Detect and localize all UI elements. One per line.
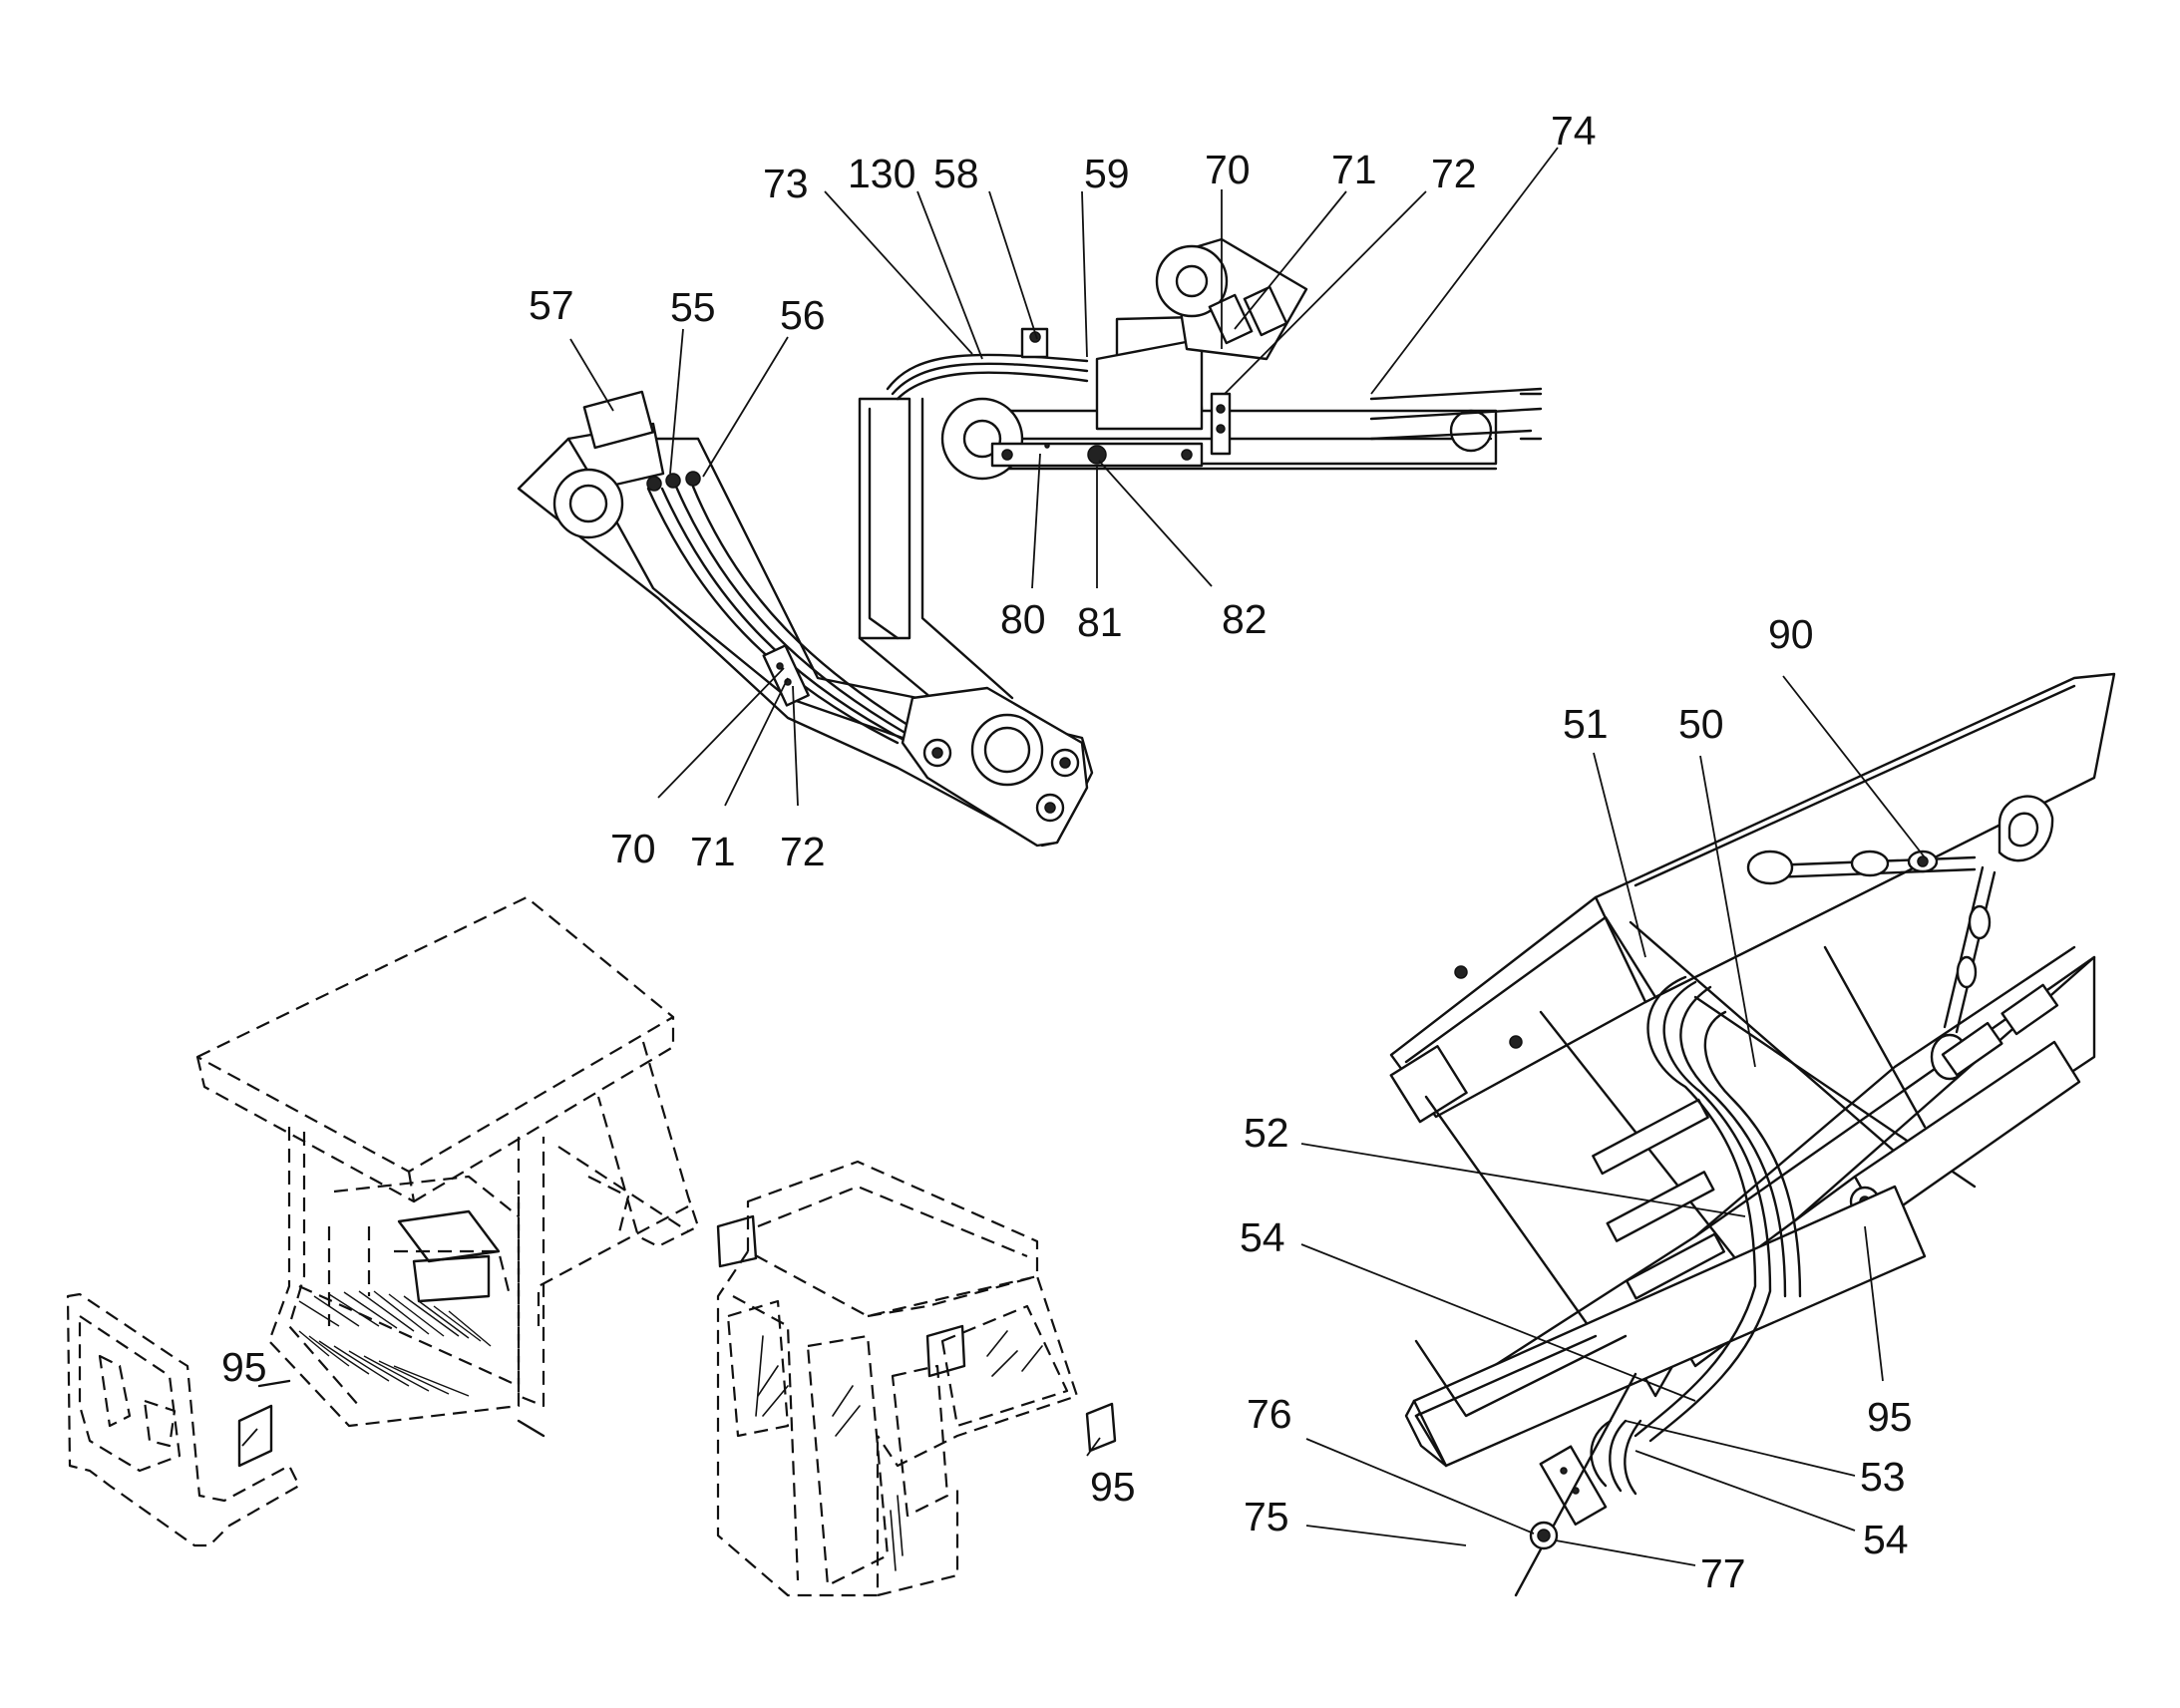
callout-82: 82 — [1222, 596, 1268, 642]
bottom-leader-lines — [241, 1428, 1101, 1457]
right-leader-lines — [1300, 675, 1926, 1566]
callout-51: 51 — [1563, 701, 1609, 747]
callout-90: 90 — [1768, 611, 1814, 657]
right-assembly — [1389, 672, 2116, 1597]
callout-labels: 57 55 56 73 130 58 59 70 71 72 74 80 81 … — [221, 108, 1913, 1596]
callout-73: 73 — [763, 161, 809, 206]
callout-71-top: 71 — [1331, 147, 1377, 192]
callout-74: 74 — [1551, 108, 1597, 154]
callout-81: 81 — [1077, 599, 1123, 645]
callout-53: 53 — [1860, 1454, 1906, 1500]
callout-80: 80 — [1000, 596, 1046, 642]
top-leader-lines — [569, 147, 1559, 807]
callout-58: 58 — [933, 151, 979, 196]
callout-54-upper: 54 — [1240, 1214, 1285, 1260]
callout-95-right: 95 — [1867, 1394, 1913, 1440]
callout-56: 56 — [780, 292, 826, 338]
callout-52: 52 — [1244, 1110, 1289, 1156]
canopy-assembly — [195, 895, 700, 1438]
callout-71-bottom: 71 — [690, 829, 736, 874]
side-panel — [66, 1292, 301, 1547]
callout-70-bottom: 70 — [610, 826, 656, 871]
callout-130: 130 — [848, 151, 915, 196]
callout-54-lower: 54 — [1863, 1517, 1909, 1562]
callout-59: 59 — [1084, 151, 1130, 196]
floor-mat-hatching — [298, 1290, 492, 1397]
callout-95-left: 95 — [221, 1344, 267, 1390]
callout-76: 76 — [1247, 1391, 1292, 1437]
callout-57: 57 — [529, 282, 574, 328]
callout-72-bottom: 72 — [780, 829, 826, 874]
callout-70-top: 70 — [1205, 147, 1251, 192]
callout-95-cab: 95 — [1090, 1464, 1136, 1510]
callout-75: 75 — [1244, 1494, 1289, 1539]
callout-50: 50 — [1678, 701, 1724, 747]
cab-assembly — [716, 1160, 1117, 1597]
top-boom-assembly — [517, 237, 1543, 848]
callout-77: 77 — [1700, 1550, 1746, 1596]
callout-72-top: 72 — [1431, 151, 1477, 196]
callout-55: 55 — [670, 284, 716, 330]
